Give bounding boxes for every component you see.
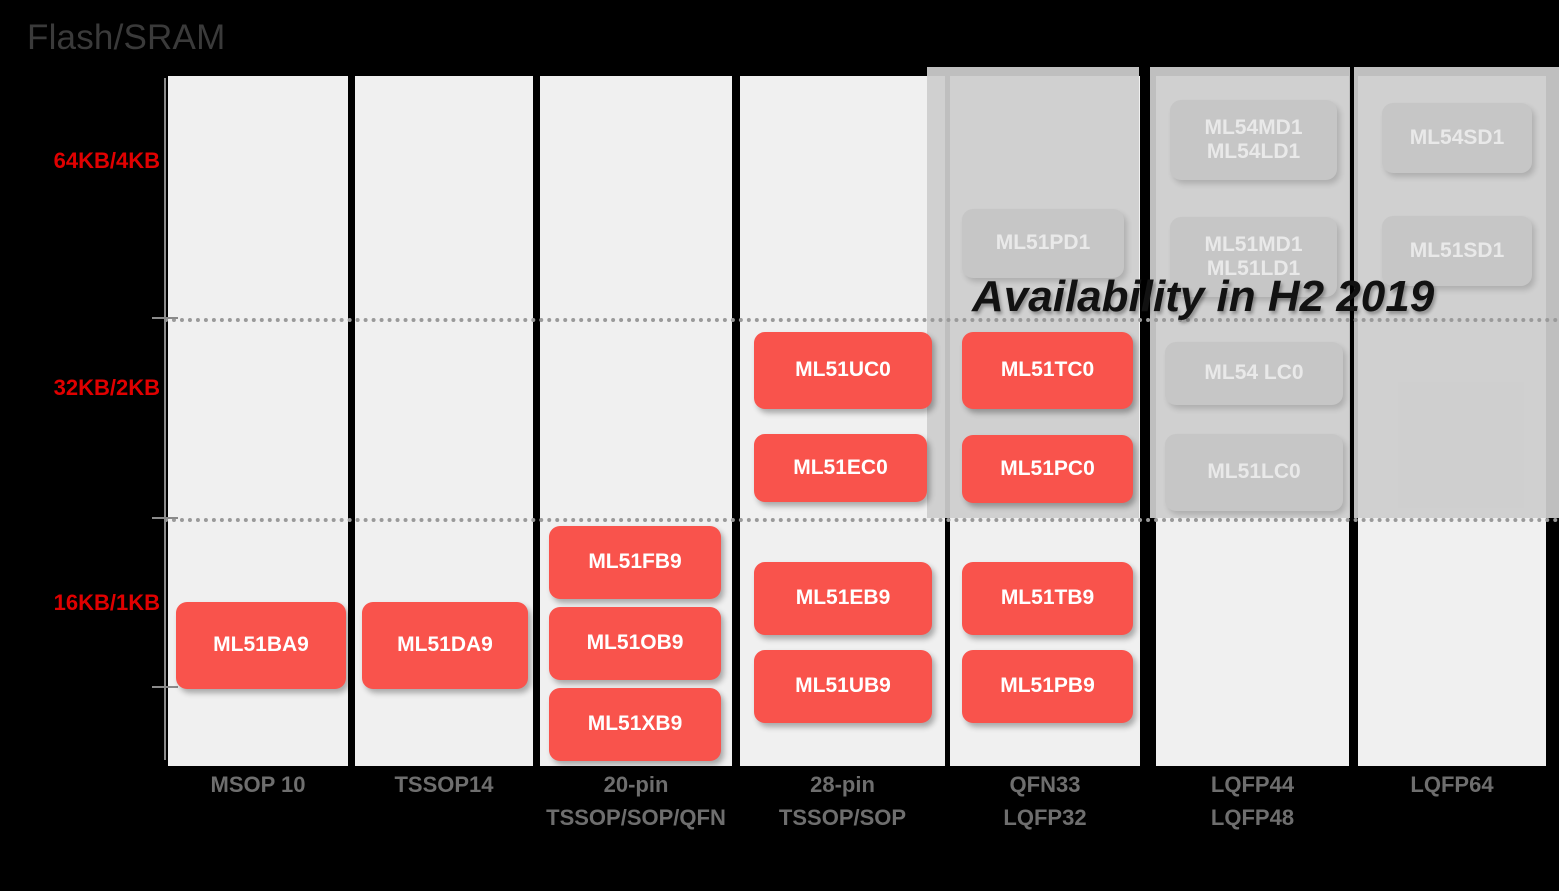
part-chip[interactable]: ML51LC0 [1165,434,1343,511]
part-chip-label-secondary: ML51LD1 [1206,257,1301,280]
x-axis-label-line2: LQFP32 [1003,805,1087,830]
part-chip-label: ML51EB9 [795,586,891,610]
x-axis-label-line1: TSSOP14 [394,772,494,797]
y-axis-line [164,78,166,760]
part-chip-label: ML51PD1 [995,231,1091,255]
part-chip-label: ML51MD1 [1204,232,1303,256]
x-axis-label-line1: LQFP64 [1410,772,1494,797]
part-chip-label: ML51SD1 [1409,238,1505,262]
part-chip[interactable]: ML51DA9 [362,602,528,689]
part-chip-label: ML51UB9 [795,674,891,698]
part-chip[interactable]: ML51OB9 [549,607,721,680]
y-tick-base [152,686,178,688]
x-axis-label-line1: LQFP44 [1210,772,1295,797]
part-chip[interactable]: ML54SD1 [1382,103,1532,173]
part-chip-label: ML51PB9 [1000,674,1095,698]
part-chip-label: ML54SD1 [1409,125,1505,149]
part-chip-label: ML54 LC0 [1204,361,1304,385]
x-axis-label-line1: MSOP 10 [210,772,306,797]
x-axis-label-line2: TSSOP/SOP/QFN [546,805,726,830]
gridline-32kb [164,318,1559,322]
part-chip-label: ML51PC0 [1000,456,1095,480]
part-chip-label: ML51LC0 [1207,460,1301,484]
part-chip-label: ML51OB9 [586,631,684,655]
part-chip-label: ML51DA9 [397,633,493,657]
part-chip[interactable]: ML51TB9 [962,562,1133,635]
y-axis-label-1: 32KB/2KB [53,375,160,400]
part-chip-label: ML51XB9 [587,712,683,736]
part-chip[interactable]: ML51PB9 [962,650,1133,723]
x-axis-label-line1: 20-pin [603,772,669,797]
part-chip-label-secondary: ML54LD1 [1206,140,1301,163]
part-chip-label: ML51UC0 [795,358,891,382]
part-chip[interactable]: ML51PC0 [962,435,1133,503]
y-axis-label-0: 64KB/4KB [53,148,160,173]
part-chip[interactable]: ML51EB9 [754,562,932,635]
y-axis-labels: 64KB/4KB 32KB/2KB 16KB/1KB [0,0,160,891]
x-axis-label-6: LQFP64 [1358,768,1546,801]
y-tick-16kb [152,517,178,519]
part-chip[interactable]: ML51UB9 [754,650,932,723]
part-chip[interactable]: ML51SD1 [1382,216,1532,286]
part-chip[interactable]: ML51UC0 [754,332,932,409]
page-title: Flash/SRAM [27,18,226,57]
part-chip-label: ML51FB9 [588,550,682,574]
part-chip-label: ML51TB9 [1000,586,1095,610]
part-chip[interactable]: ML51FB9 [549,526,721,599]
gridline-16kb [164,518,1559,522]
y-tick-32kb [152,317,178,319]
y-axis-label-2: 16KB/1KB [53,590,160,615]
part-chip[interactable]: ML51PD1 [962,209,1124,278]
part-chip-label: ML54MD1 [1204,115,1303,139]
part-chip[interactable]: ML51XB9 [549,688,721,761]
x-axis-label-line1: QFN33 [1009,772,1081,797]
part-chip[interactable]: ML51EC0 [754,434,927,502]
part-chip-label: ML51BA9 [213,633,309,657]
x-axis-label-0: MSOP 10 [168,768,348,801]
part-chip[interactable]: ML51BA9 [176,602,346,689]
availability-banner: Availability in H2 2019 [972,272,1435,321]
part-chip-label: ML51EC0 [793,455,888,479]
x-axis-label-line1: 28-pin [810,772,875,797]
part-chip[interactable]: ML51TC0 [962,332,1133,409]
x-axis-label-1: TSSOP14 [355,768,533,801]
x-axis-label-line2: TSSOP/SOP [778,805,907,830]
x-axis-label-line2: LQFP48 [1210,805,1295,830]
part-chip-label: ML51TC0 [1000,358,1095,382]
part-chip[interactable]: ML54 LC0 [1165,342,1343,405]
